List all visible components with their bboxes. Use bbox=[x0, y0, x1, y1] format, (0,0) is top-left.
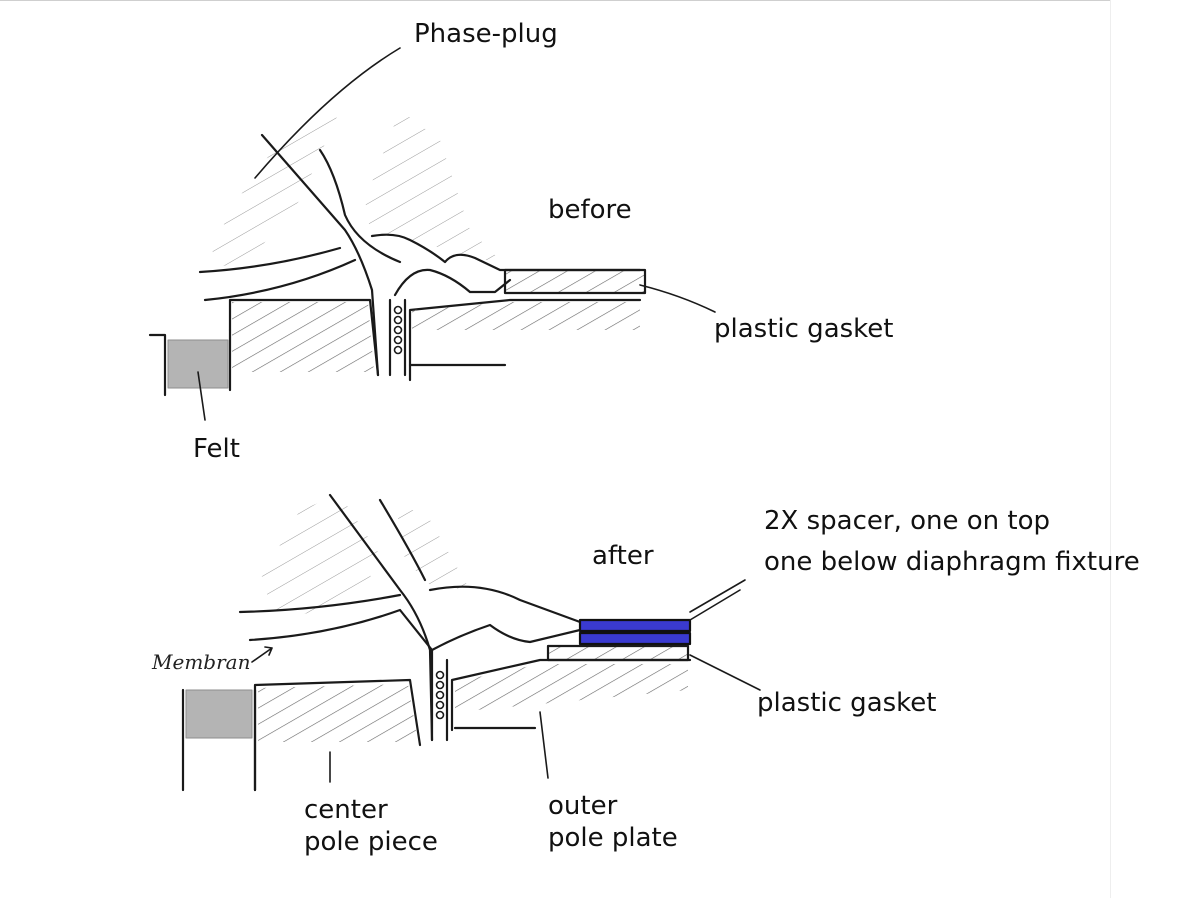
phase-plug-hatch-right bbox=[365, 110, 505, 265]
membran-arrow bbox=[251, 646, 273, 663]
spacer-label-line1: 2X spacer, one on top bbox=[764, 506, 1051, 536]
center-pole-label-line2: pole piece bbox=[304, 827, 438, 857]
diaphragm-before bbox=[370, 233, 642, 272]
channel-after-right bbox=[378, 498, 427, 582]
outer-line-after bbox=[428, 585, 582, 624]
phase-plug-label: Phase-plug bbox=[414, 19, 558, 49]
felt-fill-after bbox=[185, 689, 253, 739]
right-border bbox=[1110, 0, 1111, 898]
outer-pole-label-line2: pole plate bbox=[548, 823, 678, 853]
after-drawing bbox=[181, 493, 761, 792]
phase-plug-channel-right bbox=[318, 148, 402, 264]
before-drawing bbox=[148, 47, 716, 421]
gasket-after-leader bbox=[689, 654, 761, 691]
plastic-gasket-bottom-label: plastic gasket bbox=[757, 688, 937, 718]
outer-plate-hatch bbox=[412, 302, 640, 330]
outer-pole-label-line1: outer bbox=[548, 791, 618, 821]
phase-plug-hatch-left bbox=[205, 110, 340, 270]
center-pole-hatch bbox=[232, 302, 374, 372]
voice-coil-before bbox=[388, 298, 407, 377]
outer-pole-leader bbox=[539, 711, 549, 779]
top-border bbox=[0, 0, 1110, 1]
phase-plug-upper bbox=[198, 246, 342, 274]
before-caption: before bbox=[548, 195, 632, 225]
center-pole-label-line1: center bbox=[304, 795, 388, 825]
phase-plug-hatch-left-after bbox=[260, 495, 380, 620]
felt-box-after bbox=[181, 688, 257, 792]
channel-after-top bbox=[238, 593, 402, 614]
center-pole-before bbox=[228, 298, 380, 377]
phase-plug-lower bbox=[203, 258, 357, 302]
outer-plate-after-hatch bbox=[455, 664, 688, 712]
felt-fill-before bbox=[167, 339, 229, 389]
spacer-leader bbox=[689, 579, 746, 621]
center-pole-after-hatch bbox=[258, 684, 418, 742]
gasket-leader bbox=[639, 284, 716, 313]
spacer-bottom bbox=[578, 631, 692, 646]
phase-plug-leader bbox=[254, 47, 401, 179]
after-caption: after bbox=[592, 541, 654, 571]
felt-label: Felt bbox=[193, 434, 240, 464]
gasket-after bbox=[546, 644, 690, 662]
outer-plate-before bbox=[408, 298, 642, 382]
diaphragm-after bbox=[430, 623, 582, 652]
outer-plate-after bbox=[450, 658, 692, 732]
diaphragm-fold bbox=[393, 268, 512, 297]
spacer-top bbox=[578, 618, 692, 633]
membran-after bbox=[248, 608, 434, 652]
gasket-before bbox=[503, 268, 647, 295]
felt-box-before bbox=[148, 328, 232, 397]
felt-leader bbox=[197, 371, 206, 421]
voice-coil-after bbox=[430, 648, 449, 742]
voice-coil-windings-before bbox=[393, 305, 403, 355]
plastic-gasket-top-label: plastic gasket bbox=[714, 314, 894, 344]
voice-coil-windings-after bbox=[435, 670, 445, 720]
spacer-label-line2: one below diaphragm fixture bbox=[764, 547, 1140, 577]
phase-plug-hatch-right-after bbox=[395, 500, 470, 590]
membran-label: Membran bbox=[152, 650, 251, 674]
phase-plug-channel-left bbox=[260, 133, 380, 377]
